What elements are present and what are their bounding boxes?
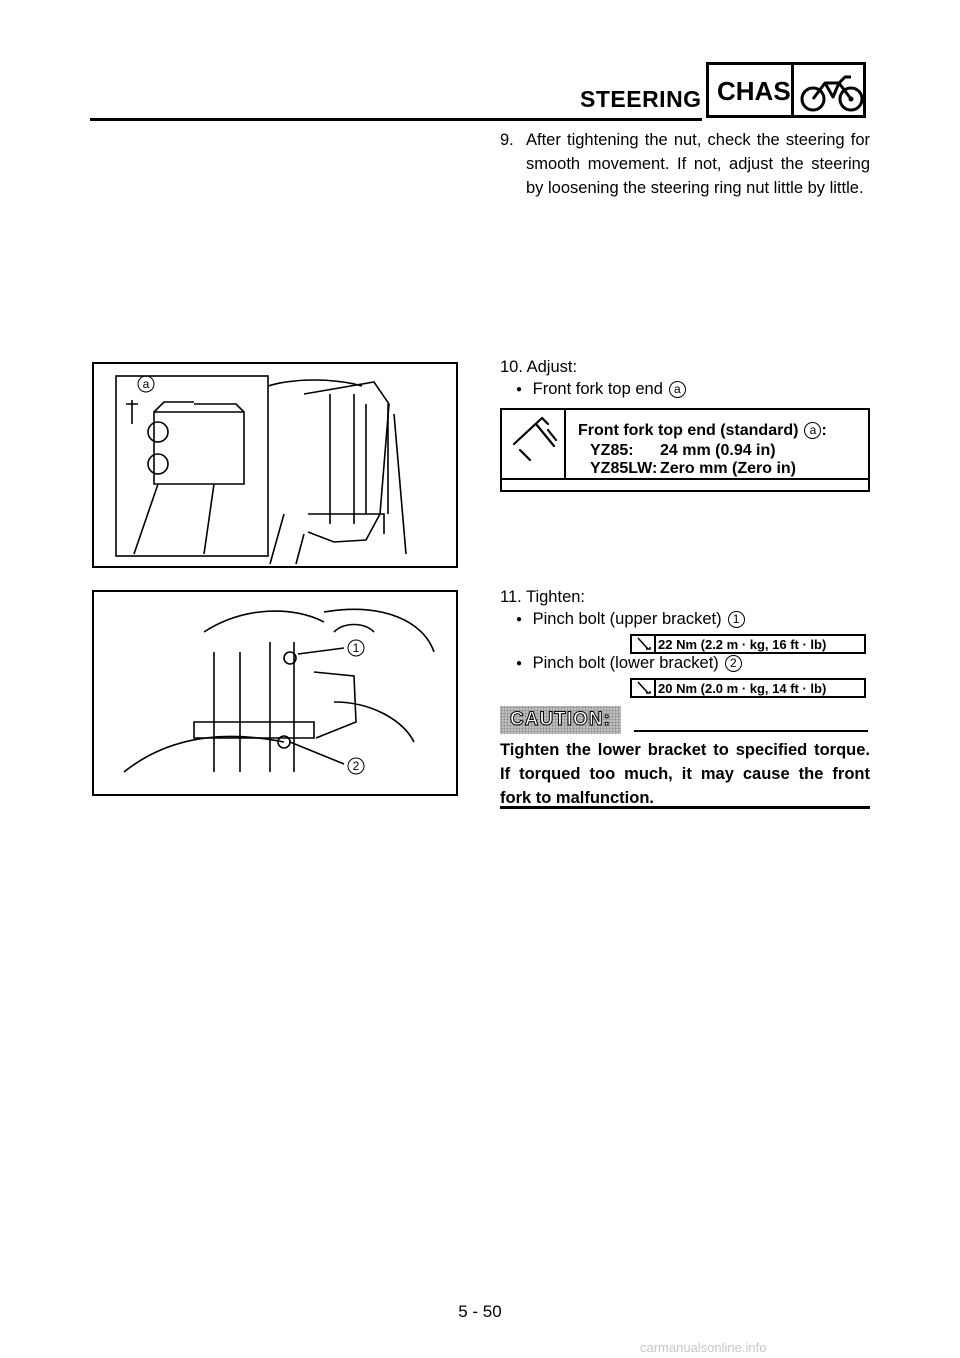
step-10-bullet: Front fork top end a — [516, 380, 686, 399]
spec-value: Zero mm (Zero in) — [660, 460, 797, 477]
step-9-text: After tightening the nut, check the stee… — [526, 131, 870, 197]
spec-title-suffix: : — [821, 422, 827, 439]
spec-model: YZ85LW: — [590, 460, 658, 477]
step-11-label: 11. Tighten: — [500, 588, 586, 606]
spec-row-yz85: YZ85: 24 mm (0.94 in) — [590, 442, 776, 460]
torque-value: 22 Nm (2.2 m · kg, 16 ft · lb) — [658, 637, 827, 652]
page-number: 5 - 50 — [458, 1302, 502, 1321]
spec-bottom-rule — [502, 478, 868, 480]
section-title: STEERING — [580, 86, 702, 112]
spec-ref-a: a — [804, 422, 822, 439]
step-11-item-1-text: Pinch bolt (upper bracket) — [532, 610, 722, 628]
step-10-bullet-text: Front fork top end — [532, 380, 663, 398]
step-11-item-2: Pinch bolt (lower bracket) 2 — [516, 654, 742, 673]
spec-title: Front fork top end (standard) a: — [578, 422, 827, 440]
watermark: carmanualsonline.info — [640, 1340, 767, 1355]
front-fork-illustration: a — [115, 375, 407, 565]
ref-callout-a: a — [668, 381, 686, 398]
step-11-item-2-text: Pinch bolt (lower bracket) — [532, 654, 719, 672]
spec-value: 24 mm (0.94 in) — [660, 442, 776, 459]
spec-box: Front fork top end (standard) a: YZ85: 24 … — [500, 408, 870, 492]
torque-box-lower: 20 Nm (2.0 m · kg, 14 ft · lb) — [630, 678, 866, 698]
caution-end-rule — [500, 806, 870, 809]
spec-divider — [564, 410, 566, 478]
wrench-icon — [632, 636, 656, 652]
figure-2-callout-2: 2 — [353, 759, 360, 773]
motorcycle-icon — [800, 75, 864, 112]
step-9: 9. After tightening the nut, check the s… — [500, 128, 870, 200]
chapter-tab-separator — [791, 65, 794, 115]
caution-text: Tighten the lower bracket to specified t… — [500, 741, 870, 807]
caliper-icon — [512, 416, 558, 462]
figure-front-fork-top-end: a — [92, 362, 458, 568]
ref-callout-2: 2 — [724, 655, 742, 672]
ref-callout-1: 1 — [727, 611, 745, 628]
caution-label: CAUTION: — [500, 706, 621, 734]
spec-row-yz85lw: YZ85LW:Zero mm (Zero in) — [590, 460, 796, 478]
spec-model: YZ85: — [590, 442, 634, 459]
wrench-icon — [632, 680, 656, 696]
figure-1-callout-a: a — [143, 377, 150, 391]
caution-rule — [634, 730, 868, 732]
figure-pinch-bolts: 1 2 — [92, 590, 458, 796]
header-rule — [90, 118, 702, 121]
figure-2-callout-1: 1 — [353, 641, 360, 655]
chapter-tab-label: CHAS — [717, 76, 791, 106]
spec-title-text: Front fork top end (standard) — [578, 422, 799, 439]
step-10-label: 10. Adjust: — [500, 358, 578, 376]
torque-box-upper: 22 Nm (2.2 m · kg, 16 ft · lb) — [630, 634, 866, 654]
step-11-item-1: Pinch bolt (upper bracket) 1 — [516, 610, 745, 629]
chapter-tab: CHAS — [706, 62, 866, 118]
pinch-bolt-illustration: 1 2 — [123, 608, 435, 775]
step-9-number: 9. — [500, 131, 514, 149]
torque-value: 20 Nm (2.0 m · kg, 14 ft · lb) — [658, 681, 827, 696]
